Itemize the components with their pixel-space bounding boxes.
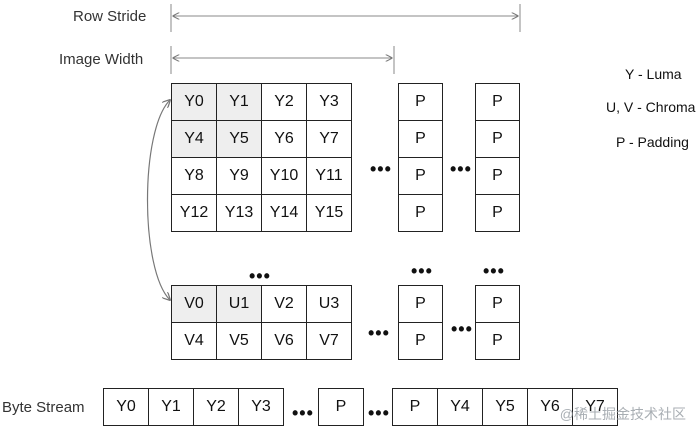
stream-cell: P [318,388,364,426]
ellipsis: ••• [370,159,392,179]
uv-cell: V4 [171,322,217,360]
y-cell: Y4 [171,120,217,158]
uv-cell: V7 [306,322,352,360]
image-width-arrow [170,46,395,74]
y-cell: Y14 [261,194,307,232]
uv-cell: U3 [306,285,352,323]
padding-cell: P [475,120,520,158]
uv-cell: V6 [261,322,307,360]
padding-cell: P [398,83,443,121]
padding-cell: P [398,285,443,323]
padding-cell: P [398,120,443,158]
stream-cell: P [392,388,438,426]
uv-cell: V5 [216,322,262,360]
row-stride-arrow [170,4,521,32]
ellipsis: ••• [483,261,505,281]
padding-cell: P [475,157,520,195]
y-cell: Y1 [216,83,262,121]
stream-cell: Y4 [437,388,483,426]
y-cell: Y0 [171,83,217,121]
padding-cell: P [398,157,443,195]
ellipsis: ••• [450,159,472,179]
padding-cell: P [475,285,520,323]
uv-cell: V0 [171,285,217,323]
ellipsis: ••• [292,403,314,423]
row-stride-label: Row Stride [73,8,147,25]
y-cell: Y3 [306,83,352,121]
y-cell: Y8 [171,157,217,195]
y-cell: Y10 [261,157,307,195]
stream-cell: Y7 [572,388,618,426]
byte-stream-label: Byte Stream [2,399,85,416]
y-cell: Y12 [171,194,217,232]
padding-cell: P [398,194,443,232]
uv-cell: V2 [261,285,307,323]
ellipsis: ••• [249,266,271,286]
padding-cell: P [475,83,520,121]
legend-chroma: U, V - Chroma [606,99,696,115]
ellipsis: ••• [451,319,473,339]
y-cell: Y6 [261,120,307,158]
stream-cell: Y1 [148,388,194,426]
uv-cell: U1 [216,285,262,323]
legend-padding: P - Padding [616,134,689,150]
ellipsis: ••• [368,323,390,343]
y-cell: Y7 [306,120,352,158]
stream-cell: Y3 [238,388,284,426]
watermark: @稀土掘金技术社区 [559,406,686,422]
y-cell: Y5 [216,120,262,158]
ellipsis: ••• [368,403,390,423]
padding-cell: P [398,322,443,360]
y-cell: Y2 [261,83,307,121]
stream-cell: Y0 [103,388,149,426]
y-cell: Y9 [216,157,262,195]
y-cell: Y13 [216,194,262,232]
padding-cell: P [475,194,520,232]
curved-link-arrow [147,100,171,300]
y-cell: Y15 [306,194,352,232]
stream-cell: Y5 [482,388,528,426]
stream-cell: Y2 [193,388,239,426]
legend-luma: Y - Luma [625,66,682,82]
padding-cell: P [475,322,520,360]
ellipsis: ••• [411,261,433,281]
y-cell: Y11 [306,157,352,195]
image-width-label: Image Width [59,51,144,68]
